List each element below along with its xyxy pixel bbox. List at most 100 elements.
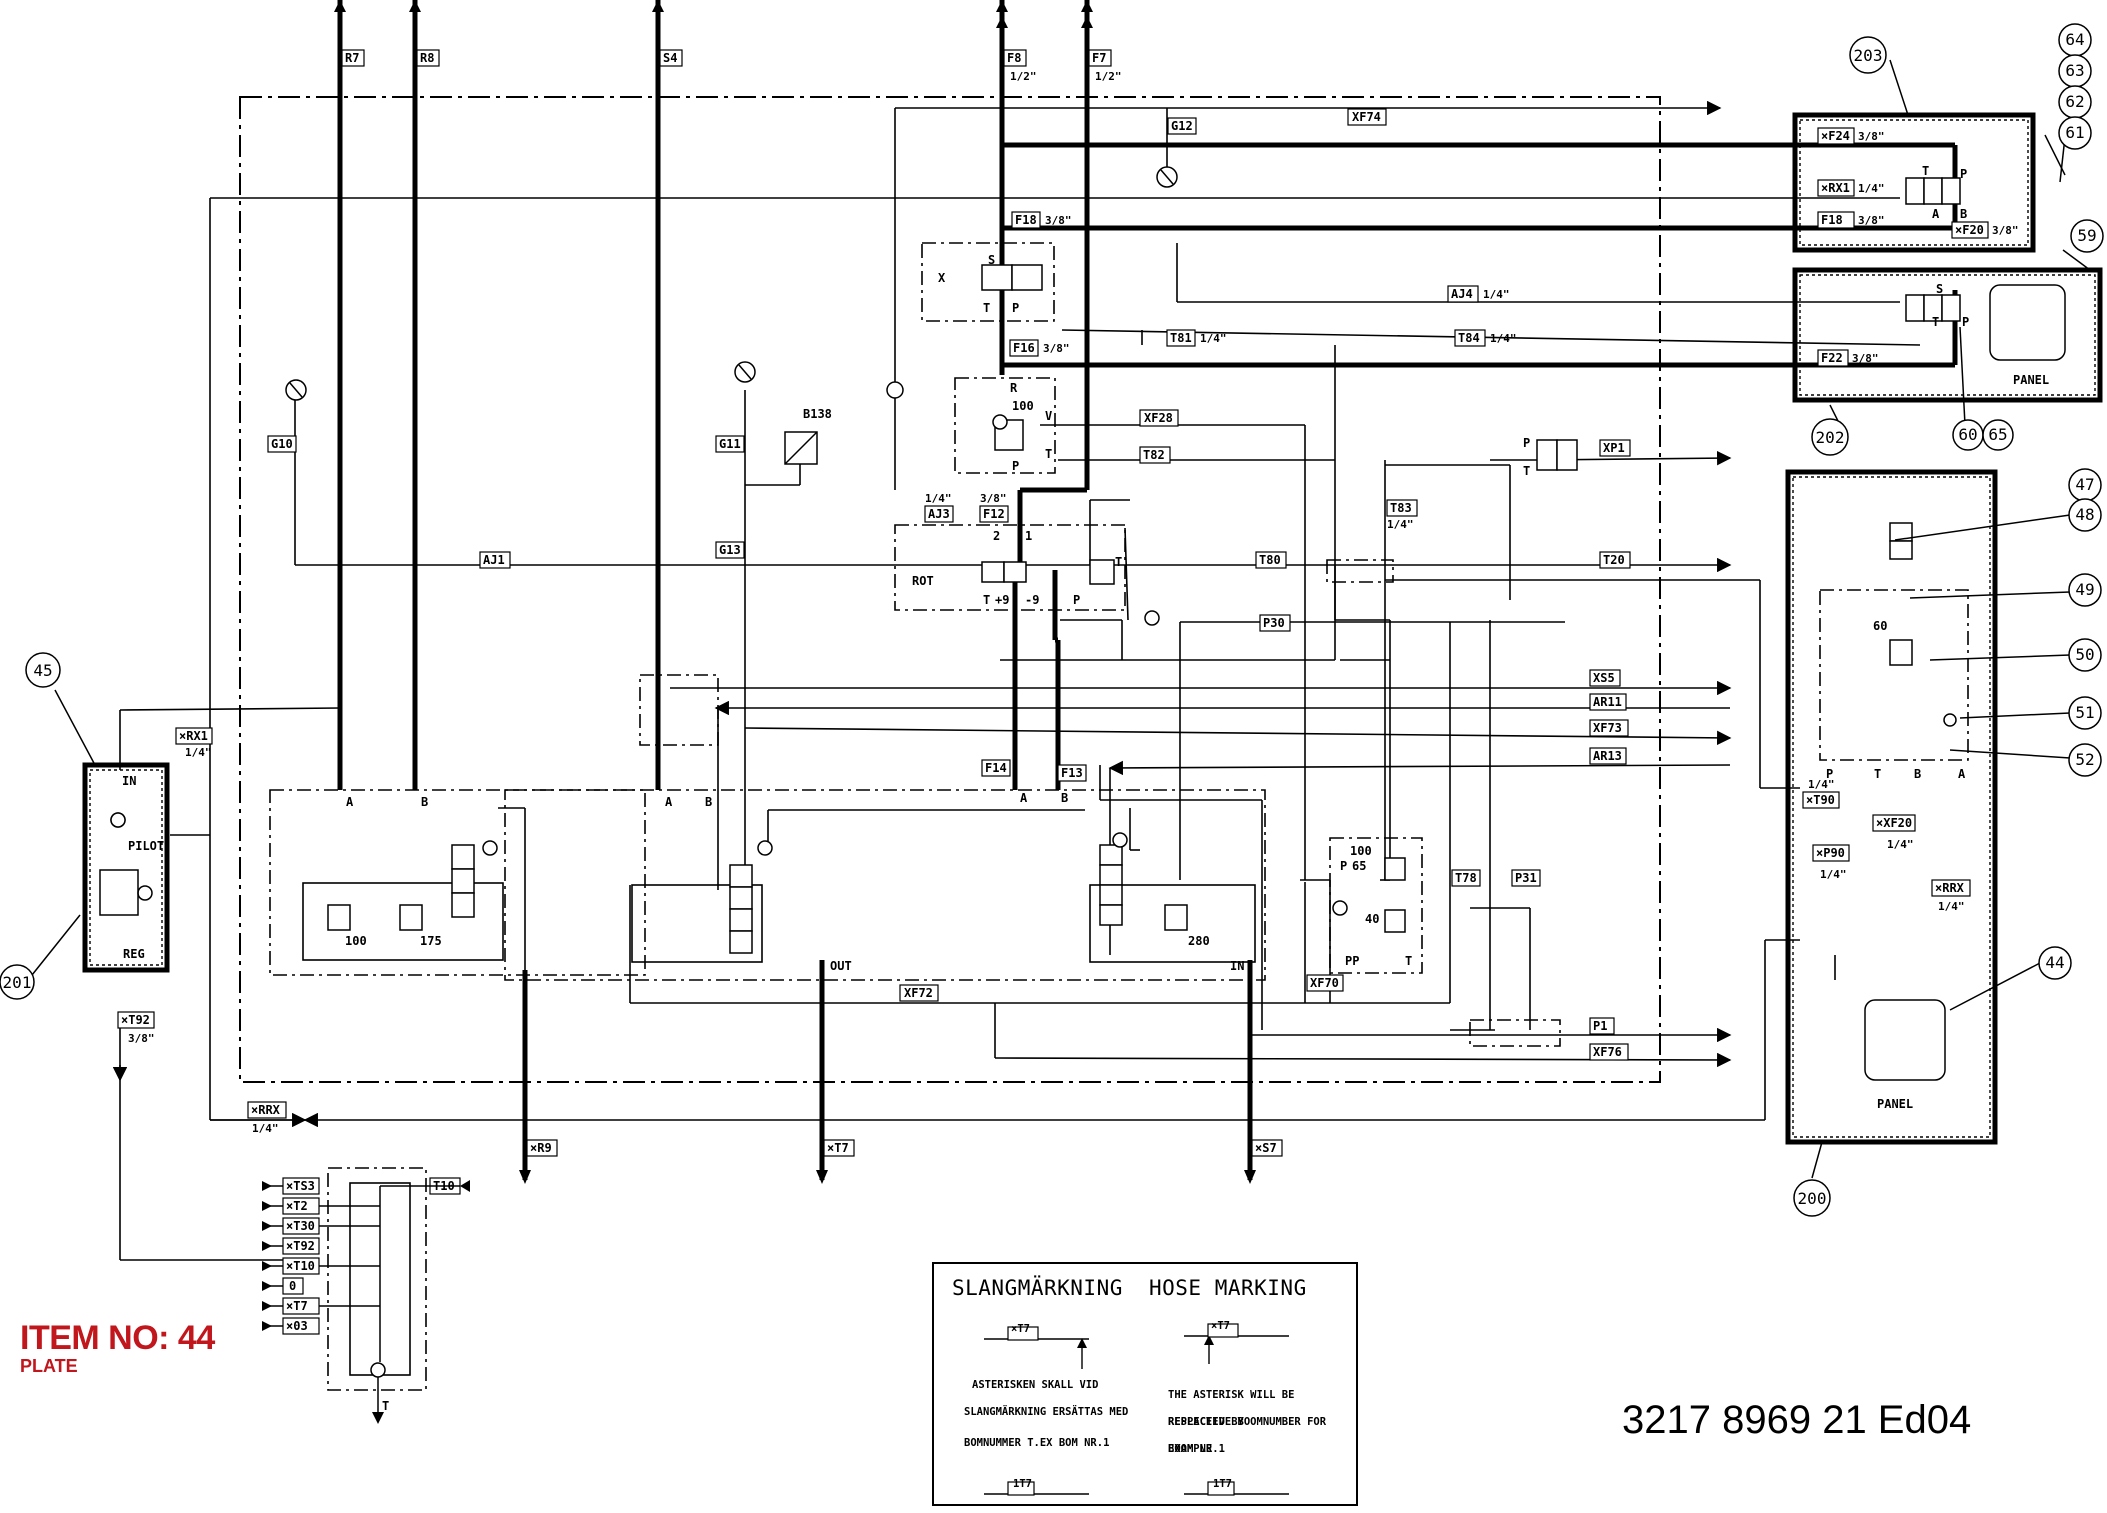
label-rot-t: T [983,593,990,607]
tag-f16: F16 [1009,339,1039,357]
hose-tag-sv: ×T7 [1011,1323,1030,1335]
callout-201-text: 201 [3,973,32,992]
callout-47: 47 [2068,468,2102,502]
tag-r9-text: ×R9 [530,1141,552,1155]
tank-port-t-label: T [382,1399,389,1413]
label-t-4: T [1405,954,1412,968]
tag-rx1: ×RX1 [175,727,213,745]
tag-xf72-text: XF72 [904,986,933,1000]
callout-59-text: 59 [2077,226,2096,245]
tag-f7-text: F7 [1092,51,1106,65]
tag-rx1-text: ×RX1 [179,729,208,743]
port-zero: 0 [282,1277,304,1295]
label-t-2: T [1045,447,1052,461]
callout-64-text: 64 [2065,30,2084,49]
callout-61: 61 [2058,116,2092,150]
tag-b138-text: B138 [803,407,832,421]
tag-ar13: AR13 [1589,747,1627,765]
label-a-panel: A [1932,207,1940,221]
label-rot: ROT [912,574,934,588]
callout-49-text: 49 [2075,580,2094,599]
callout-60-text: 60 [1958,425,1977,444]
label-40-relief: 40 [1365,912,1379,926]
tag-t84-size: 1/4" [1490,332,1517,345]
tag-f8-size: 1/2" [1010,70,1037,83]
tag-rx1-panel: ×RX1 [1817,179,1855,197]
main-line-arrows [334,0,1256,1184]
label-port-2: 2 [993,529,1000,543]
callout-62: 62 [2058,85,2092,119]
tag-f24: ×F24 [1817,127,1855,145]
tag-aj4-size: 1/4" [1483,288,1510,301]
callout-202-text: 202 [1816,428,1845,447]
tag-xs5: XS5 [1589,669,1621,687]
hose-heading-en: HOSE MARKING [1149,1276,1307,1300]
tag-f16-text: F16 [1013,341,1035,355]
label-a-2: A [665,795,673,809]
tag-xf20-text: ×XF20 [1876,816,1912,830]
callout-50: 50 [2068,638,2102,672]
hose-marking-legend: SLANGMÄRKNING HOSE MARKING ×T7 ×T7 1T7 1… [932,1262,1358,1506]
tag-f24-size: 3/8" [1858,130,1885,143]
tag-f13-text: F13 [1061,766,1083,780]
label-port-1: 1 [1025,529,1032,543]
callout-201: 201 [0,964,35,1000]
tag-f22-text: F22 [1821,351,1843,365]
tag-xf74-text: XF74 [1352,110,1381,124]
tag-f7: F7 [1088,49,1112,67]
tag-f14-text: F14 [985,761,1007,775]
port-t7-text: ×T7 [286,1299,308,1313]
tag-t84: T84 [1454,329,1486,347]
tag-t20-text: T20 [1603,553,1625,567]
tag-xf72: XF72 [899,984,939,1002]
callout-44-text: 44 [2045,953,2064,972]
tag-f18-size: 3/8" [1045,214,1072,227]
panel-203 [1792,112,2036,253]
label-p-1: P [1012,301,1019,315]
label-t-panel: T [1922,164,1929,178]
item-number-subtitle: PLATE [20,1356,78,1376]
panel-200 [1785,469,1998,1145]
tag-t78-text: T78 [1455,871,1477,885]
label-reg: REG [123,947,145,961]
label-minus9: -9 [1025,593,1039,607]
callout-52: 52 [2068,743,2102,777]
callout-48: 48 [2068,498,2102,532]
tag-s7-text: ×S7 [1255,1141,1277,1155]
tag-aj4-text: AJ4 [1451,287,1473,301]
tag-rrx-text: ×RRX [251,1103,281,1117]
port-t2: ×T2 [282,1197,320,1215]
label-t-1: T [983,301,990,315]
tag-g13-text: G13 [719,543,741,557]
tag-t92-text: ×T92 [121,1013,150,1027]
tag-t20: T20 [1599,551,1631,569]
tag-t80-text: T80 [1259,553,1281,567]
label-60: 60 [1873,619,1887,633]
callout-65-text: 65 [1988,425,2007,444]
tag-f24-text: ×F24 [1821,129,1850,143]
tag-aj3: AJ3 [924,505,954,523]
callout-63: 63 [2058,54,2092,88]
tag-f22: F22 [1817,349,1849,367]
tag-g10: G10 [267,435,297,453]
label-pp: PP [1345,954,1359,968]
callout-61-text: 61 [2065,123,2084,142]
valve-section-outlines [269,242,1969,1391]
callout-202: 202 [1811,418,1849,456]
tag-aj4: AJ4 [1447,285,1479,303]
tag-p90: ×P90 [1812,844,1850,862]
tag-rrx: ×RRX [247,1101,287,1119]
tag-p31: P31 [1511,869,1541,887]
label-r: R [1010,381,1018,395]
label-main-in: IN [1230,959,1244,973]
label-p-4: P [1340,859,1347,873]
tag-f13: F13 [1057,764,1087,782]
label-p-panel2: P [1962,315,1969,329]
port-t30: ×T30 [282,1217,320,1235]
callout-52-text: 52 [2075,750,2094,769]
callout-51: 51 [2068,696,2102,730]
tag-p1-text: P1 [1593,1019,1607,1033]
tag-p30-text: P30 [1263,616,1285,630]
label-b-2: B [705,795,712,809]
callout-48-text: 48 [2075,505,2094,524]
